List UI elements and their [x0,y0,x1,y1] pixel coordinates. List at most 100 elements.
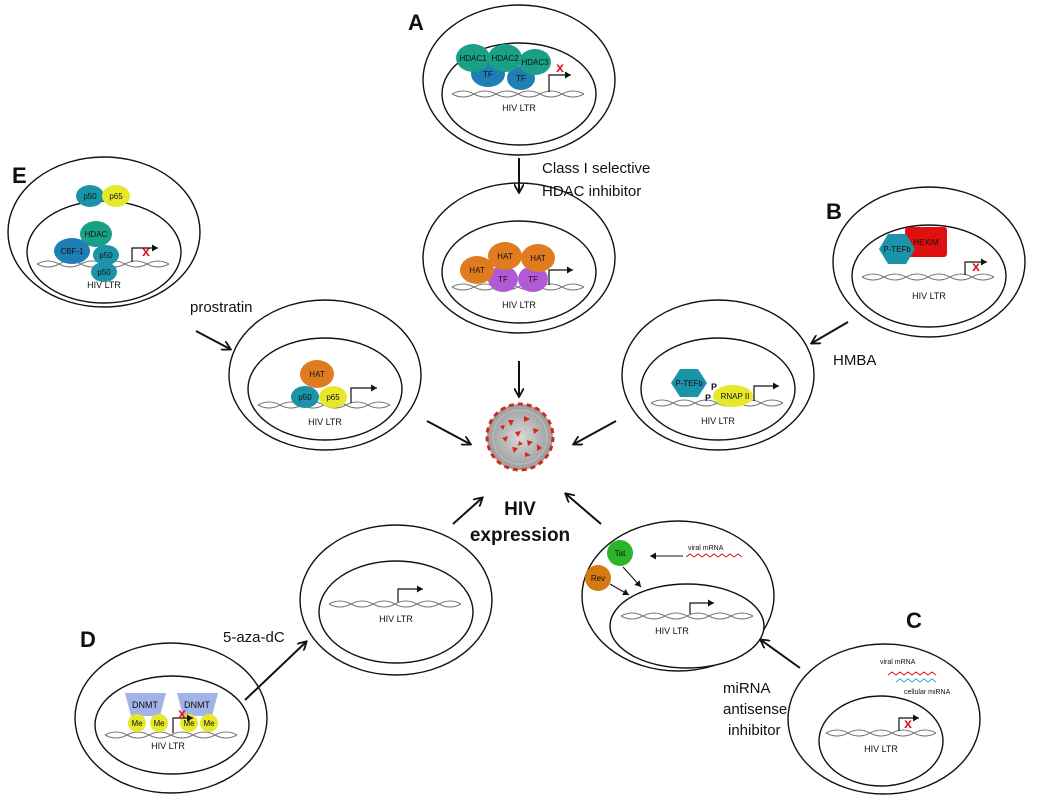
hexim-label: HEXIM [913,238,939,247]
p50-label: p50 [99,251,113,260]
hdac2-label: HDAC2 [491,54,519,63]
p50-protein [93,245,119,265]
hat-label: HAT [309,370,325,379]
rev-protein [585,565,611,591]
hdac2-protein [488,44,522,72]
panel-c-cell: HIV LTR viral mRNA cellular miRNA x [787,643,981,795]
panel-d-letter: D [80,627,96,652]
arrow-to-hiv [426,420,470,444]
treatment-mirna-label: miRNA [723,680,771,697]
cellular-mirna-label: cellular miRNA [904,689,951,696]
dnmt-protein [177,693,218,716]
hat-protein [460,256,494,284]
me-label: Me [203,719,215,728]
dnmt-label: DNMT [184,700,210,710]
treatment-prostratin-label: prostratin [190,299,253,316]
panel-d-cell: HIV LTR DNMT DNMT Me Me Me Me x [74,642,268,794]
center-title: expression [470,525,570,546]
block-x-icon: x [556,59,564,75]
active-hat-cell: HIV LTR TF TF HAT HAT HAT [422,182,616,334]
ltr-label: HIV LTR [502,300,536,310]
dna-helix [825,729,937,737]
methyl-group [128,714,146,732]
tf-label: TF [528,275,538,284]
arrow-to-hiv [566,494,602,525]
p50-label: p50 [97,268,111,277]
tf-protein [488,266,518,292]
tat-label: Tat [615,549,626,558]
hat-protein [521,244,555,272]
tss-arrow [172,714,193,733]
me-label: Me [131,719,143,728]
dna-helix [861,273,995,281]
ltr-label: HIV LTR [655,626,689,636]
ltr-label: HIV LTR [379,614,413,624]
center-title: HIV [504,499,536,520]
ptefb-label: P-TEFb [883,245,911,254]
panel-e-cell: HIV LTR p50 p65 HDAC CBF-1 p50 p50 x [7,156,201,308]
hdac3-protein [519,49,551,75]
active-ptefb-cell: HIV LTR P-TEFb RNAP II P P [621,299,815,451]
ltr-label: HIV LTR [151,741,185,751]
panel-e-letter: E [12,163,27,188]
tss-arrow [397,585,423,602]
hdac1-protein [456,44,490,72]
dnmt-label: DNMT [132,700,158,710]
dna-helix [650,399,784,407]
panel-c-letter: C [906,608,922,633]
p50-protein [291,386,319,408]
tf-label: TF [483,70,493,79]
dna-helix [328,600,462,608]
ptefb-protein [879,234,915,264]
arrow-b-to-active [812,321,849,343]
viral-mrna-label: viral mRNA [880,659,916,666]
ltr-label: HIV LTR [701,416,735,426]
hiv-virion-icon [485,402,555,472]
hexim-protein [905,227,947,257]
treatment-hmba-label: HMBA [833,352,876,369]
arrow-to-hiv [574,420,617,444]
tss-arrow [548,71,571,92]
tf-protein [518,266,548,292]
p50-label: p50 [298,393,312,402]
p50-label: p50 [83,192,97,201]
hat-protein [488,242,522,270]
arrow-to-hiv [452,498,482,525]
p50-protein [76,185,104,207]
tss-arrow [898,714,919,731]
me-label: Me [183,719,195,728]
rnap2-label: RNAP II [721,392,750,401]
treatment-hdac-label: HDAC inhibitor [542,183,641,200]
hdac1-label: HDAC1 [459,54,487,63]
arrow-c-to-active [761,640,801,669]
cbf1-protein [54,238,90,264]
treatment-aza-label: 5-aza-dC [223,629,285,646]
treatment-mirna-label: inhibitor [728,722,781,739]
ltr-label: HIV LTR [87,280,121,290]
p65-protein [102,185,130,207]
panel-b-letter: B [826,199,842,224]
hat-label: HAT [469,266,485,275]
active-nfkb-cell: HIV LTR HAT p50 p65 [228,299,422,451]
tss-arrow [689,599,714,614]
tat-protein [607,540,633,566]
rnap2-protein [713,385,753,407]
hat-label: HAT [530,254,546,263]
panel-a-letter: A [408,10,424,35]
arrow-e-to-active [195,330,230,349]
hdac-protein [80,221,112,247]
arrow-d-to-active [244,642,306,701]
viral-mrna-wave [887,671,937,676]
hat-protein [300,360,334,388]
active-tat-rev-cell: HIV LTR Tat Rev viral mRNA [581,520,775,672]
active-aza-cell: HIV LTR [299,524,493,676]
p65-label: p65 [326,393,340,402]
tss-arrow [131,244,158,262]
tss-arrow [548,266,573,285]
cellular-mirna-wave [895,678,937,683]
ltr-label: HIV LTR [308,417,342,427]
hdac-label: HDAC [85,230,108,239]
panel-b-cell: HIV LTR HEXIM P-TEFb x [832,186,1026,338]
viral-mrna-label: viral mRNA [688,545,724,552]
